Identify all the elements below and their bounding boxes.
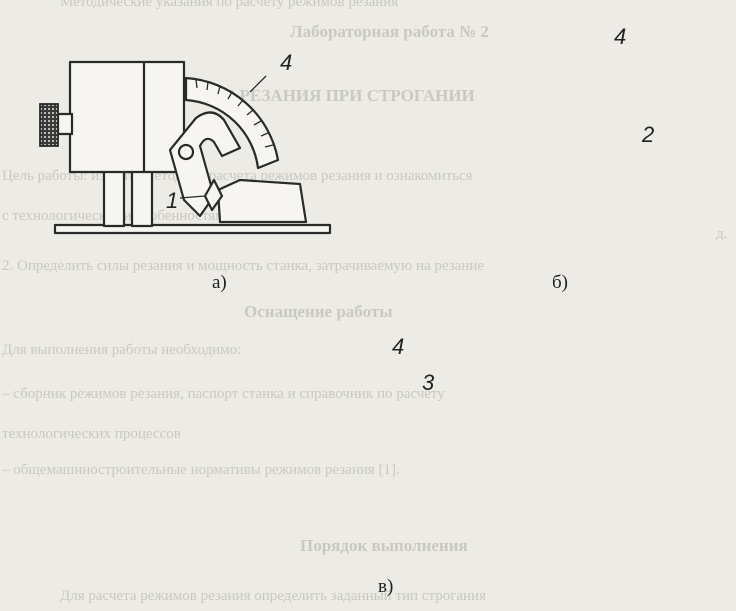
bg-top-line: Методические указания по расчету режимов… (60, 0, 399, 10)
callout-b-4: 4 (614, 24, 627, 49)
knurled-knob-a (39, 103, 59, 147)
screw-shank-a (56, 112, 74, 136)
support-post-a-left (102, 168, 126, 228)
bg-right-fragment: д. (716, 226, 728, 242)
caption-a: а) (212, 272, 227, 293)
figure-a (39, 60, 332, 235)
caption-c: в) (378, 576, 394, 597)
bg-equipment-intro: Для выполнения работы необходимо: (2, 342, 242, 358)
callout-a-1: 1 (166, 188, 179, 213)
bg-task-line: 2. Определить силы резания и мощность ст… (2, 258, 484, 274)
bg-equipment-item-1: – сборник режимов резания, паспорт станк… (2, 386, 445, 402)
scale-ticks-a (195, 79, 274, 148)
cutting-edge-1 (203, 178, 224, 212)
caption-b: б) (552, 272, 568, 293)
tool-insert-a (216, 178, 308, 224)
bg-bottom-line: Для расчета режимов резания определить з… (60, 588, 486, 604)
callout-c-4: 4 (392, 334, 405, 359)
bg-lab-title: Лабораторная работа № 2 (290, 22, 489, 41)
angle-scale-a (184, 76, 280, 170)
pivot-pin-a (177, 143, 195, 161)
bg-equipment-item-3: – общемашиностроительные нормативы режим… (2, 462, 400, 478)
callout-a-4: 4 (280, 50, 293, 75)
body-block-a (68, 60, 186, 174)
base-plate-a (53, 223, 332, 235)
callout-b-2: 2 (642, 122, 655, 147)
callout-c-3: 3 (422, 370, 435, 395)
swing-arm-a (168, 111, 242, 218)
bg-equipment-item-2: технологических процессов (2, 426, 181, 442)
bg-procedure-heading: Порядок выполнения (300, 536, 468, 555)
bg-equipment-heading: Оснащение работы (244, 302, 393, 321)
support-post-a-right (130, 168, 154, 228)
